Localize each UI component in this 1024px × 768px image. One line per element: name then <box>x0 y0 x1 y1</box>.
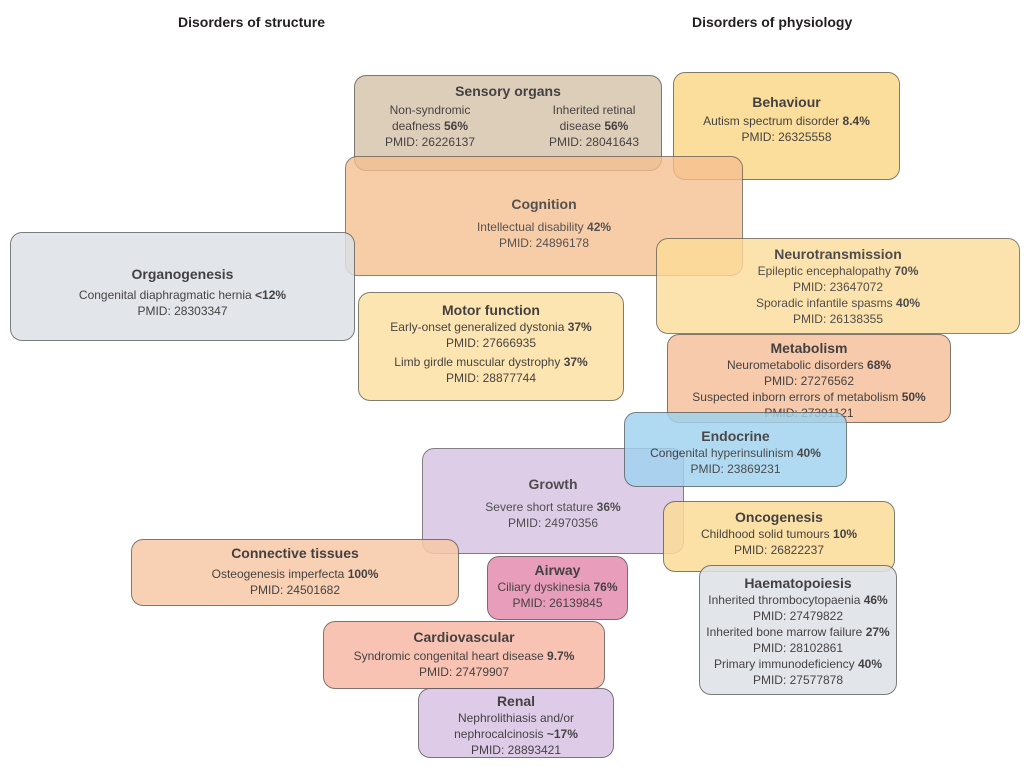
sensory-right-entry: Inherited retinal disease 56% PMID: 2804… <box>531 102 657 150</box>
sensory-left-value: 56% <box>444 119 469 133</box>
organogenesis-entry: Congenital diaphragmatic hernia <12% <box>78 288 287 302</box>
neurotransmission-value-a: 70% <box>894 264 919 278</box>
motor-pmid-b: PMID: 28877744 <box>445 371 537 385</box>
motor-pmid-a: PMID: 27666935 <box>445 336 537 350</box>
behaviour-value: 8.4% <box>842 114 870 128</box>
growth-pmid: PMID: 24970356 <box>507 516 599 530</box>
haematopoiesis-value-c: 40% <box>858 657 883 671</box>
neurotransmission-entry-a: Epileptic encephalopathy 70% <box>757 264 919 278</box>
sensory-left-pmid: PMID: 26226137 <box>384 135 476 149</box>
haematopoiesis-pmid-b: PMID: 28102861 <box>752 641 844 655</box>
oncogenesis-entry: Childhood solid tumours 10% <box>700 527 858 541</box>
sensory-left-entry: Non-syndromic deafness 56% PMID: 2622613… <box>365 102 495 150</box>
motor-function-box: Motor function Early-onset generalized d… <box>358 292 624 401</box>
endocrine-title: Endocrine <box>701 428 770 444</box>
haematopoiesis-entry-a: Inherited thrombocytopaenia 46% <box>708 593 888 607</box>
metabolism-entry-b: Suspected inborn errors of metabolism 50… <box>692 390 926 404</box>
haematopoiesis-entry-b: Inherited bone marrow failure 27% <box>706 625 890 639</box>
airway-entry: Ciliary dyskinesia 76% <box>497 580 618 594</box>
renal-entry-line2: nephrocalcinosis ~17% <box>454 727 578 741</box>
renal-value: ~17% <box>546 727 578 741</box>
connective-entry: Osteogenesis imperfecta 100% <box>211 567 379 581</box>
sensory-left-line2: deafness 56% <box>391 119 469 133</box>
haematopoiesis-title: Haematopoiesis <box>744 575 852 591</box>
growth-entry: Severe short stature 36% <box>485 500 621 514</box>
neurotransmission-value-b: 40% <box>896 296 921 310</box>
airway-pmid: PMID: 26139845 <box>512 596 603 610</box>
connective-value: 100% <box>347 567 379 581</box>
haematopoiesis-entry-c: Primary immunodeficiency 40% <box>713 657 883 671</box>
sensory-right-value: 56% <box>604 119 629 133</box>
behaviour-entry: Autism spectrum disorder 8.4% <box>703 114 870 128</box>
oncogenesis-box: Oncogenesis Childhood solid tumours 10% … <box>663 501 895 572</box>
physiology-heading: Disorders of physiology <box>692 14 853 30</box>
structure-heading: Disorders of structure <box>178 14 326 30</box>
metabolism-box: Metabolism Neurometabolic disorders 68% … <box>667 334 951 423</box>
sensory-right-pmid: PMID: 28041643 <box>548 135 640 149</box>
growth-title: Growth <box>528 476 578 492</box>
cardiovascular-entry: Syndromic congenital heart disease 9.7% <box>353 649 575 663</box>
organogenesis-title: Organogenesis <box>131 266 234 282</box>
motor-value-a: 37% <box>567 320 592 334</box>
airway-value: 76% <box>593 580 618 594</box>
sensory-organs-box: Sensory organs Non-syndromic deafness 56… <box>354 75 662 171</box>
renal-pmid: PMID: 28893421 <box>470 743 562 757</box>
connective-tissues-title: Connective tissues <box>231 545 359 561</box>
motor-entry-b: Limb girdle muscular dystrophy 37% <box>394 355 588 369</box>
cardiovascular-pmid: PMID: 27479907 <box>418 665 510 679</box>
oncogenesis-pmid: PMID: 26822237 <box>733 543 825 557</box>
airway-title: Airway <box>534 562 581 578</box>
renal-entry-line1: Nephrolithiasis and/or <box>457 711 575 725</box>
sensory-organs-title: Sensory organs <box>455 83 561 99</box>
organogenesis-pmid: PMID: 28303347 <box>137 304 228 318</box>
endocrine-entry: Congenital hyperinsulinism 40% <box>650 446 821 460</box>
oncogenesis-title: Oncogenesis <box>735 509 823 525</box>
neurotransmission-box: Neurotransmission Epileptic encephalopat… <box>656 238 1020 334</box>
motor-function-title: Motor function <box>442 302 540 318</box>
airway-box: Airway Ciliary dyskinesia 76% PMID: 2613… <box>487 556 628 620</box>
behaviour-pmid: PMID: 26325558 <box>741 130 832 144</box>
haematopoiesis-box: Haematopoiesis Inherited thrombocytopaen… <box>699 565 897 695</box>
metabolism-value-a: 68% <box>867 358 892 372</box>
connective-pmid: PMID: 24501682 <box>249 583 341 597</box>
renal-title: Renal <box>496 693 536 709</box>
sensory-right-line1: Inherited retinal <box>552 103 636 117</box>
neurotransmission-pmid-b: PMID: 26138355 <box>792 312 884 326</box>
cognition-pmid: PMID: 24896178 <box>498 236 590 250</box>
cardiovascular-title: Cardiovascular <box>413 629 515 645</box>
cognition-title: Cognition <box>511 196 577 212</box>
oncogenesis-value: 10% <box>833 527 858 541</box>
endocrine-value: 40% <box>796 446 821 460</box>
cognition-entry: Intellectual disability 42% <box>476 220 612 234</box>
neurotransmission-entry-b: Sporadic infantile spasms 40% <box>755 296 921 310</box>
sensory-left-line1: Non-syndromic <box>389 103 471 117</box>
organogenesis-box: Organogenesis Congenital diaphragmatic h… <box>10 232 355 341</box>
metabolism-value-b: 50% <box>901 390 926 404</box>
metabolism-pmid-a: PMID: 27276562 <box>763 374 855 388</box>
behaviour-title: Behaviour <box>752 94 821 110</box>
metabolism-title: Metabolism <box>770 340 848 356</box>
metabolism-entry-a: Neurometabolic disorders 68% <box>726 358 892 372</box>
cardiovascular-value: 9.7% <box>547 649 575 663</box>
cardiovascular-box: Cardiovascular Syndromic congenital hear… <box>323 621 605 689</box>
haematopoiesis-value-b: 27% <box>865 625 890 639</box>
motor-value-b: 37% <box>563 355 588 369</box>
sensory-right-line2: disease 56% <box>559 119 629 133</box>
haematopoiesis-pmid-c: PMID: 27577878 <box>752 673 844 687</box>
renal-box: Renal Nephrolithiasis and/or nephrocalci… <box>418 688 614 758</box>
growth-value: 36% <box>596 500 621 514</box>
neurotransmission-title: Neurotransmission <box>774 246 902 262</box>
organogenesis-value: <12% <box>255 288 287 302</box>
motor-entry-a: Early-onset generalized dystonia 37% <box>390 320 592 334</box>
haematopoiesis-value-a: 46% <box>863 593 888 607</box>
endocrine-pmid: PMID: 23869231 <box>690 462 781 476</box>
connective-tissues-box: Connective tissues Osteogenesis imperfec… <box>131 539 459 606</box>
haematopoiesis-pmid-a: PMID: 27479822 <box>752 609 844 623</box>
endocrine-box: Endocrine Congenital hyperinsulinism 40%… <box>624 412 847 487</box>
neurotransmission-pmid-a: PMID: 23647072 <box>792 280 884 294</box>
cognition-value: 42% <box>587 220 612 234</box>
